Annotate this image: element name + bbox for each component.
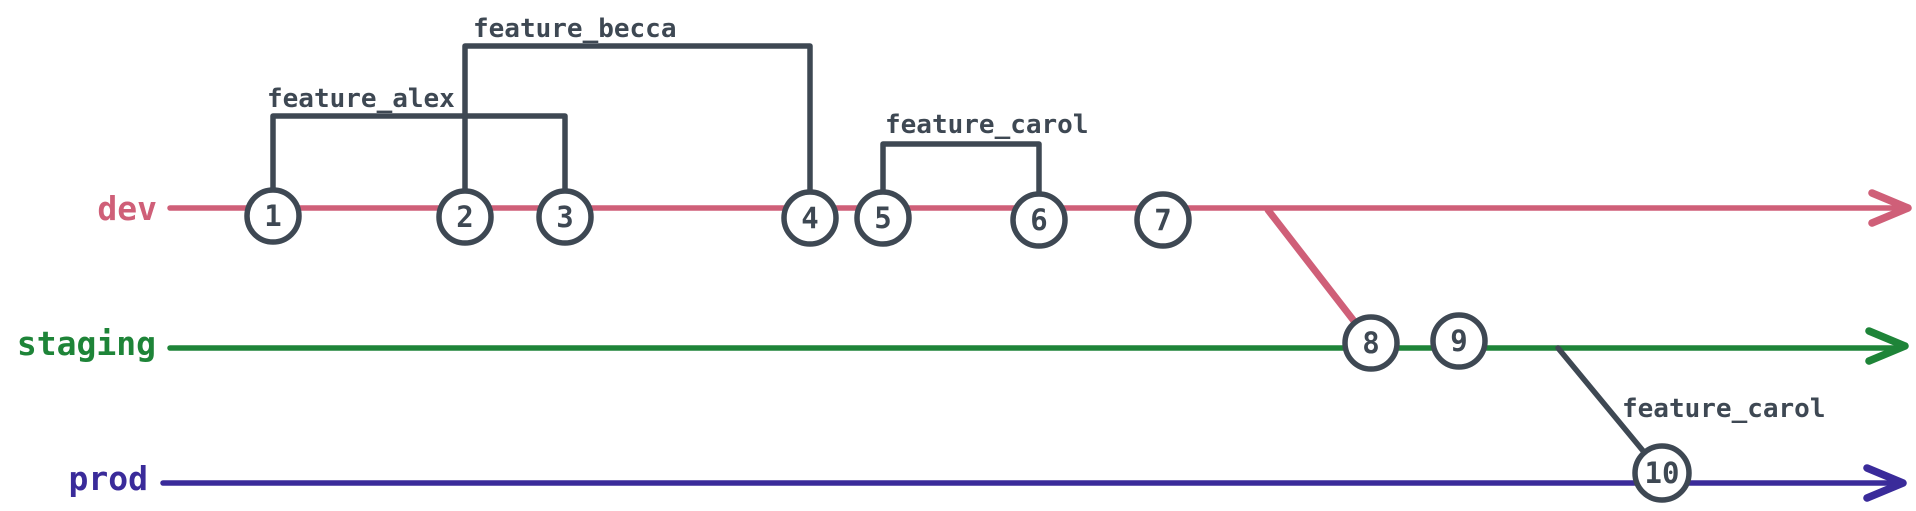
commit-node-4: 4: [781, 189, 839, 247]
feature-becca-bracket: [462, 43, 813, 196]
commit-number: 10: [1645, 456, 1680, 490]
commit-circle: [1134, 191, 1192, 249]
commit-number: 8: [1362, 326, 1379, 360]
commit-node-1: 1: [244, 187, 302, 245]
commit-number: 4: [801, 201, 818, 235]
commit-circle: [1342, 314, 1400, 372]
prod-arrowhead-icon: [1863, 464, 1907, 502]
dev-branch: dev: [97, 189, 1912, 228]
commit-number: 2: [456, 200, 473, 234]
commit-circle: [781, 189, 839, 247]
commit-circle: [436, 188, 494, 246]
commit-number: 6: [1030, 203, 1047, 237]
feature-alex-bracket: [270, 113, 568, 195]
staging-branch: staging: [17, 324, 1909, 365]
commit-number: 5: [874, 201, 891, 235]
staging-to-prod-merge-line: [1555, 345, 1647, 455]
commit-node-2: 2: [436, 188, 494, 246]
commit-node-3: 3: [536, 188, 594, 246]
feature-carol-group: feature_carol: [880, 110, 1089, 198]
prod-branch: prod: [69, 459, 1907, 502]
staging-branch-label: staging: [17, 324, 156, 363]
prod-branch-label: prod: [69, 459, 148, 498]
commit-circle: [1430, 312, 1488, 370]
feature-carol-bracket: [880, 141, 1042, 198]
commit-number: 1: [264, 199, 281, 233]
commit-node-5: 5: [854, 189, 912, 247]
dev-arrowhead-icon: [1868, 189, 1912, 227]
commit-node-7: 7: [1134, 191, 1192, 249]
staging-arrowhead-icon: [1865, 327, 1909, 365]
commit-node-8: 8: [1342, 314, 1400, 372]
feature-becca-label: feature_becca: [473, 14, 677, 44]
feature-carol-label: feature_carol: [885, 110, 1089, 140]
commit-node-9: 9: [1430, 312, 1488, 370]
dev-to-staging-merge-line: [1264, 206, 1358, 325]
commit-circle: [1010, 191, 1068, 249]
feature-becca-group: feature_becca: [462, 14, 813, 196]
commit-circle: [1632, 443, 1692, 503]
dev-branch-label: dev: [97, 189, 157, 228]
commit-number: 3: [556, 200, 573, 234]
commit-circle: [244, 187, 302, 245]
commit-number: 7: [1154, 203, 1171, 237]
feature-alex-label: feature_alex: [267, 84, 455, 114]
commit-node-6: 6: [1010, 191, 1068, 249]
feature-alex-group: feature_alex: [267, 84, 568, 195]
commit-circle: [536, 188, 594, 246]
commit-number: 9: [1450, 324, 1467, 358]
commit-node-10: 10: [1632, 443, 1692, 503]
commit-circle: [854, 189, 912, 247]
feature-carol-prod-label: feature_carol: [1622, 394, 1826, 424]
